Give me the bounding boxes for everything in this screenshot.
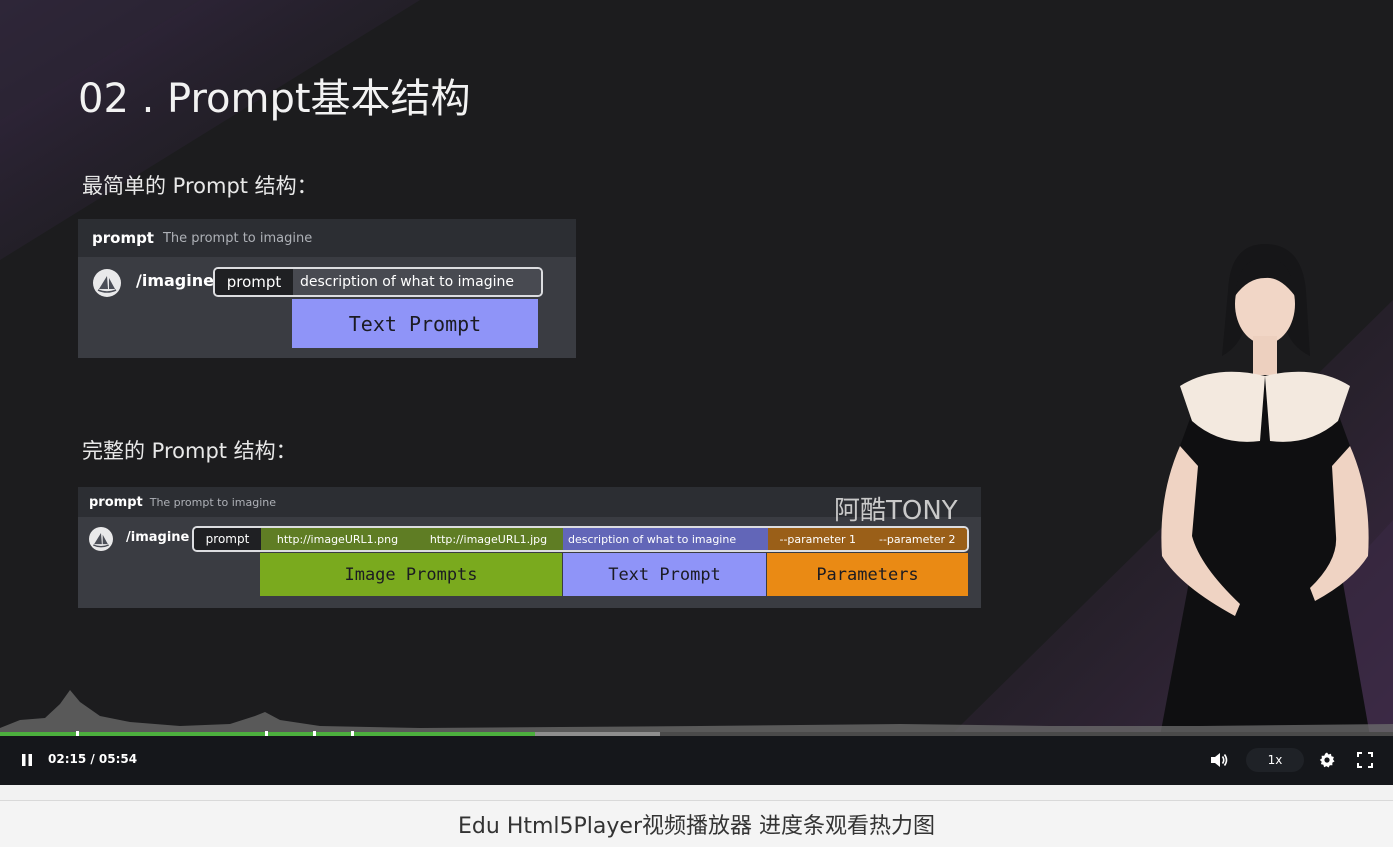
chapter-marker — [313, 731, 316, 737]
image-urls-field: http://imageURL1.png http://imageURL1.jp… — [261, 528, 563, 550]
header-keyword: prompt — [92, 229, 154, 247]
prompt-input-box: prompt http://imageURL1.png http://image… — [192, 526, 969, 552]
pause-icon — [22, 754, 32, 766]
progress-bar[interactable] — [0, 731, 1393, 737]
prompt-field-text: description of what to imagine — [563, 528, 768, 550]
player-caption: Edu Html5Player视频播放器 进度条观看热力图 — [0, 800, 1393, 847]
image-prompts-block: Image Prompts — [260, 553, 562, 596]
prompt-input-box: prompt description of what to imagine — [213, 267, 543, 297]
simple-prompt-panel: prompt The prompt to imagine /imagine pr… — [78, 219, 576, 358]
full-structure-label: 完整的 Prompt 结构： — [82, 439, 297, 463]
text-prompt-block: Text Prompt — [292, 299, 538, 348]
text-prompt-block: Text Prompt — [563, 553, 766, 596]
header-description: The prompt to imagine — [162, 230, 313, 246]
prompt-tag: prompt — [215, 269, 293, 295]
video-viewport[interactable]: 02 . Prompt基本结构 最简单的 Prompt 结构： prompt T… — [0, 0, 1393, 785]
watermark-text: 阿酷TONY — [834, 496, 958, 526]
imagine-command: /imagine — [126, 530, 190, 545]
viewing-heatmap — [0, 690, 1393, 736]
fullscreen-button[interactable] — [1355, 750, 1375, 770]
playback-rate-button[interactable]: 1x — [1246, 748, 1304, 772]
parameter-1: --parameter 1 — [779, 532, 856, 546]
player-controls: 02:15 / 05:54 1x — [0, 736, 1393, 785]
parameters-field: --parameter 1 --parameter 2 — [768, 528, 967, 550]
pause-button[interactable] — [16, 750, 38, 770]
bot-avatar-icon — [93, 269, 121, 297]
gear-icon — [1319, 752, 1335, 768]
slide-title: 02 . Prompt基本结构 — [78, 76, 471, 122]
chapter-marker — [351, 731, 354, 737]
image-url-1: http://imageURL1.png — [276, 532, 399, 546]
chapter-marker — [76, 731, 79, 737]
prompt-field-text: description of what to imagine — [293, 269, 541, 295]
parameter-2: --parameter 2 — [878, 532, 956, 546]
volume-button[interactable] — [1208, 750, 1230, 770]
bot-avatar-icon — [89, 527, 113, 551]
header-description: The prompt to imagine — [149, 495, 277, 509]
chapter-marker — [265, 731, 268, 737]
image-url-2: http://imageURL1.jpg — [429, 532, 548, 546]
presenter-figure — [1160, 244, 1370, 736]
volume-icon — [1211, 753, 1228, 767]
time-display: 02:15 / 05:54 — [48, 752, 138, 766]
panel-header: prompt The prompt to imagine — [78, 487, 981, 517]
imagine-command: /imagine — [136, 271, 214, 290]
panel-header: prompt The prompt to imagine — [78, 219, 576, 257]
simple-structure-label: 最简单的 Prompt 结构： — [82, 174, 318, 198]
header-keyword: prompt — [89, 494, 143, 510]
prompt-tag: prompt — [194, 528, 261, 550]
full-prompt-panel: prompt The prompt to imagine /imagine pr… — [78, 487, 981, 608]
fullscreen-icon — [1357, 752, 1373, 768]
settings-button[interactable] — [1317, 750, 1337, 770]
parameters-block: Parameters — [767, 553, 968, 596]
